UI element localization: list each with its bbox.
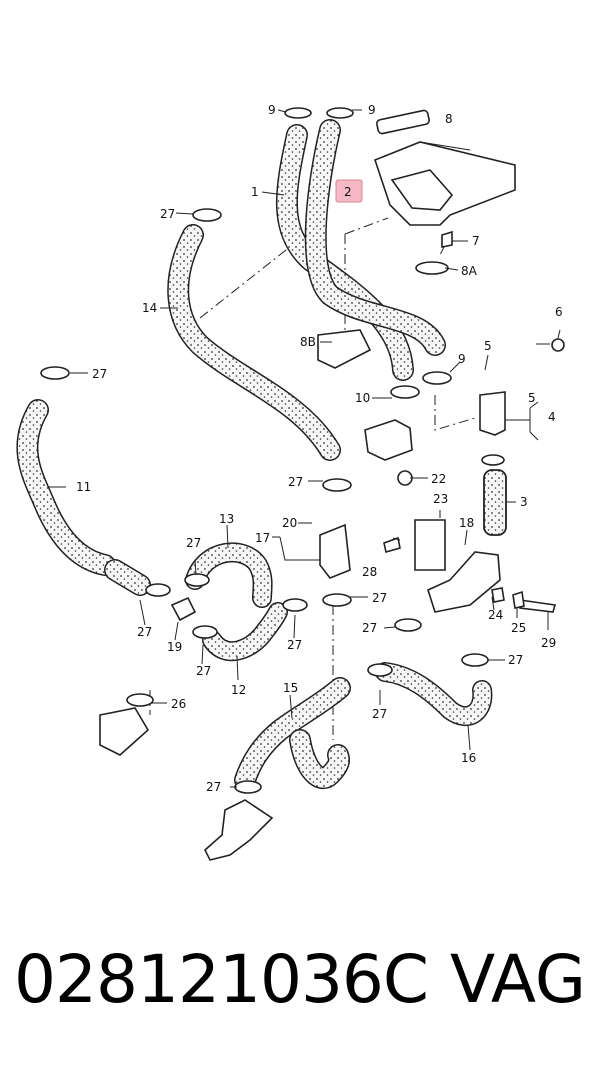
callout-23: 23 bbox=[433, 492, 448, 506]
part-number: 028121036C bbox=[14, 941, 429, 1018]
callout-20: 20 bbox=[282, 516, 297, 530]
callout-25: 25 bbox=[511, 621, 526, 635]
callout-5: 5 bbox=[528, 391, 536, 405]
callout-29: 29 bbox=[541, 636, 556, 650]
leader-lines bbox=[48, 109, 561, 788]
callout-6: 6 bbox=[555, 305, 563, 319]
callout-27: 27 bbox=[288, 475, 303, 489]
routing-lines bbox=[149, 217, 476, 740]
hose-13 bbox=[185, 542, 273, 608]
strip-8 bbox=[376, 109, 430, 135]
callout-18: 18 bbox=[459, 516, 474, 530]
callout-27: 27 bbox=[372, 591, 387, 605]
hose-3 bbox=[483, 469, 507, 536]
callout-15: 15 bbox=[283, 681, 298, 695]
callout-labels: 9 9 8 1 2 27 7 8A 14 6 8B 5 9 27 10 5 4 … bbox=[76, 103, 563, 794]
callout-16: 16 bbox=[461, 751, 476, 765]
callout-22: 22 bbox=[431, 472, 446, 486]
brand-name: VAG bbox=[449, 941, 586, 1018]
callout-11: 11 bbox=[76, 480, 91, 494]
callout-9: 9 bbox=[368, 103, 376, 117]
coolant-hose-diagram: 9 9 8 1 2 27 7 8A 14 6 8B 5 9 27 10 5 4 … bbox=[16, 103, 565, 861]
callout-17: 17 bbox=[255, 531, 270, 545]
callout-27: 27 bbox=[362, 621, 377, 635]
callout-8b: 8B bbox=[300, 335, 316, 349]
callout-12: 12 bbox=[231, 683, 246, 697]
housing-bracket bbox=[374, 141, 516, 226]
fittings bbox=[99, 230, 565, 861]
hose-12 bbox=[202, 602, 288, 662]
callout-28: 28 bbox=[362, 565, 377, 579]
callout-27: 27 bbox=[92, 367, 107, 381]
callout-27: 27 bbox=[186, 536, 201, 550]
callout-27: 27 bbox=[137, 625, 152, 639]
callout-8a: 8A bbox=[461, 264, 478, 278]
callout-27: 27 bbox=[287, 638, 302, 652]
highlight-box bbox=[335, 179, 363, 203]
callout-8: 8 bbox=[445, 112, 453, 126]
callout-24: 24 bbox=[488, 608, 503, 622]
callout-2: 2 bbox=[344, 185, 352, 199]
hose-14 bbox=[167, 224, 341, 461]
callout-9: 9 bbox=[458, 352, 466, 366]
callout-10: 10 bbox=[355, 391, 370, 405]
hose-15 bbox=[234, 677, 351, 791]
callout-19: 19 bbox=[167, 640, 182, 654]
footer: 028121036C VAG bbox=[0, 935, 600, 1045]
clamps bbox=[40, 107, 505, 794]
callout-14: 14 bbox=[142, 301, 157, 315]
hose-11 bbox=[16, 399, 151, 596]
hose-2 bbox=[304, 119, 446, 356]
callout-27: 27 bbox=[206, 780, 221, 794]
callout-4: 4 bbox=[548, 410, 556, 424]
callout-9: 9 bbox=[268, 103, 276, 117]
callout-27: 27 bbox=[160, 207, 175, 221]
callout-7: 7 bbox=[472, 234, 480, 248]
callout-13: 13 bbox=[219, 512, 234, 526]
callout-26: 26 bbox=[171, 697, 186, 711]
hose-16 bbox=[375, 662, 493, 726]
callout-5: 5 bbox=[484, 339, 492, 353]
callout-27: 27 bbox=[508, 653, 523, 667]
callout-27: 27 bbox=[196, 664, 211, 678]
callout-1: 1 bbox=[251, 185, 259, 199]
callout-3: 3 bbox=[520, 495, 528, 509]
callout-27: 27 bbox=[372, 707, 387, 721]
